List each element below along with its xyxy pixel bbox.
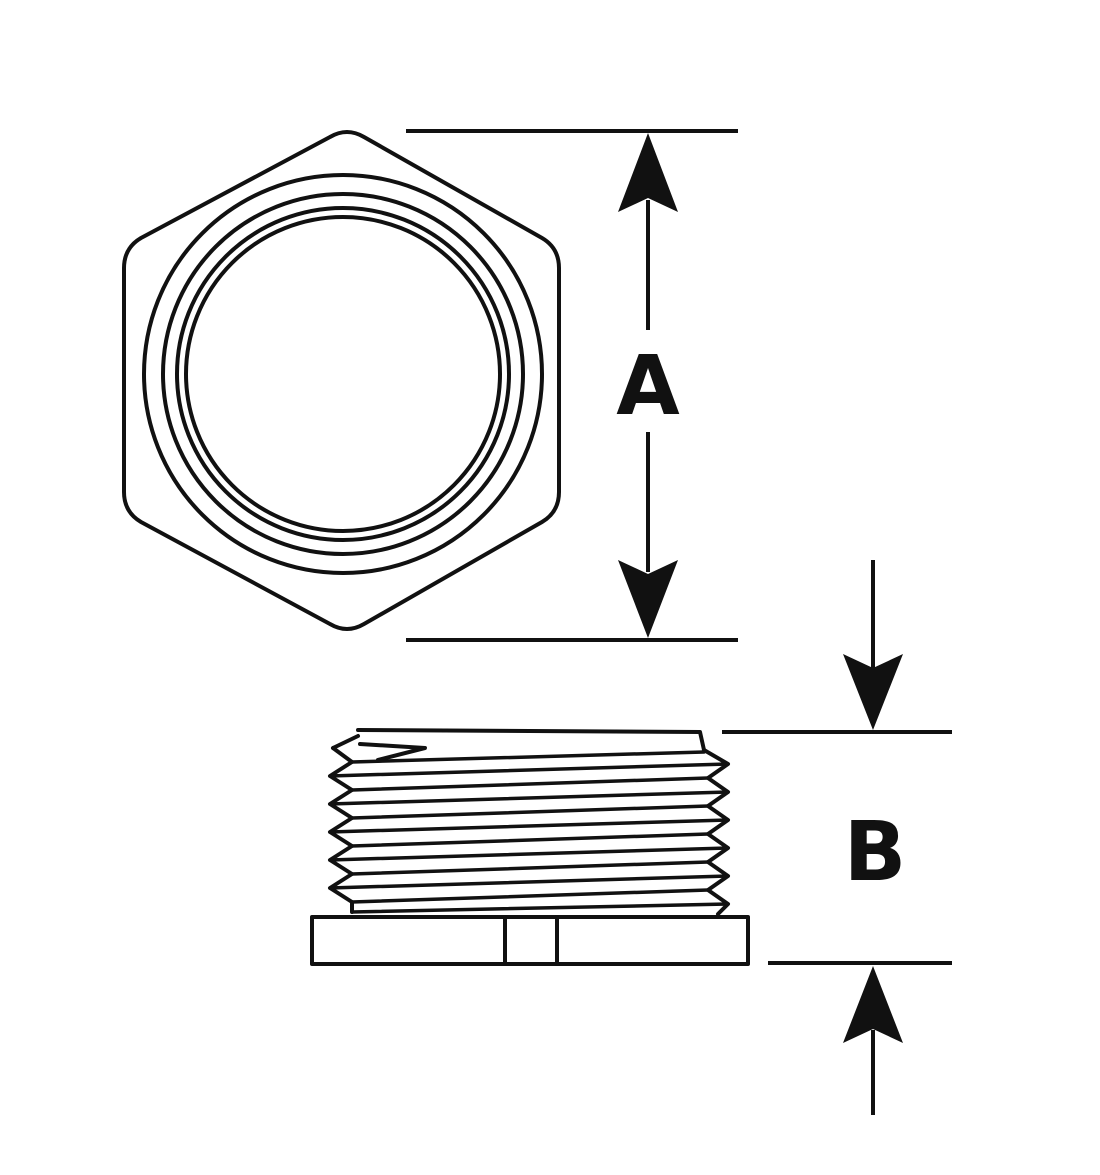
inner-ring — [175, 206, 511, 542]
outer-ring — [142, 173, 544, 575]
thread-lines — [328, 750, 730, 914]
arrowhead-down-icon — [618, 560, 678, 638]
arrowhead-up-icon — [618, 133, 678, 212]
top-edge — [356, 728, 706, 752]
hex-outline — [122, 130, 561, 631]
arrowhead-up-icon — [843, 966, 903, 1043]
dimension-label-a: A — [616, 339, 680, 434]
middle-ring — [161, 192, 525, 556]
dimension-b: B — [722, 560, 952, 1115]
threaded-side-view — [310, 728, 750, 966]
thread-start — [331, 734, 427, 762]
hex-top-view — [122, 130, 561, 631]
hex-flange — [310, 915, 750, 966]
bore-circle — [184, 215, 502, 533]
dimension-label-b: B — [844, 805, 907, 900]
arrowhead-down-icon — [843, 654, 903, 730]
dimension-a: A — [406, 129, 738, 642]
